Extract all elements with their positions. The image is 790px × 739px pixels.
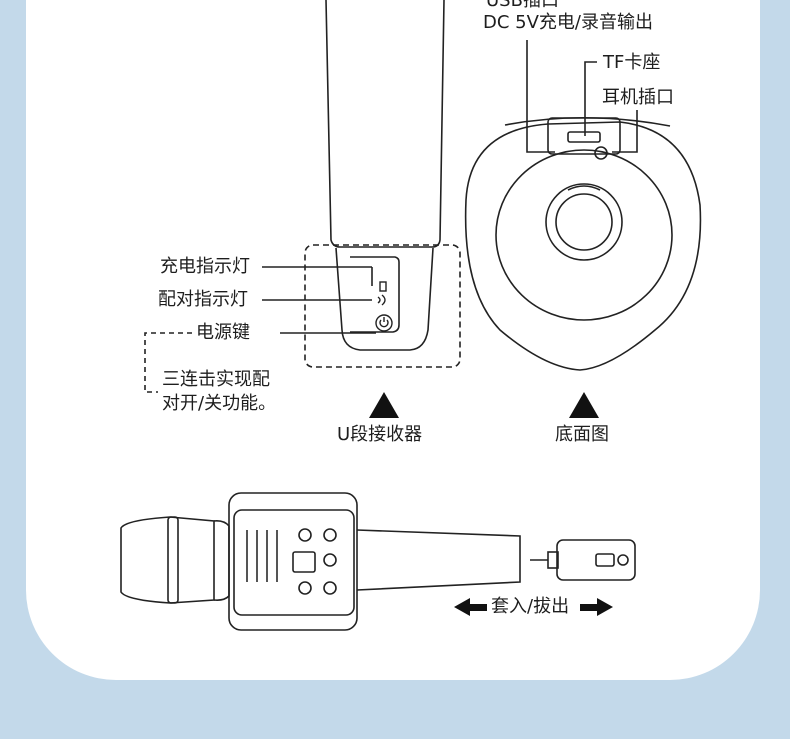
receiver-body xyxy=(335,247,434,351)
receiver-caption: U段接收器 xyxy=(337,424,423,445)
pairing-note-line2: 对开/关功能。 xyxy=(162,393,277,414)
receiver-dashed-frame xyxy=(304,244,461,368)
up-triangle-icon xyxy=(369,392,399,418)
charge-indicator-label: 充电指示灯 xyxy=(160,256,250,277)
small-receiver xyxy=(556,539,636,581)
up-triangle-icon xyxy=(569,392,599,418)
pair-indicator-label: 配对指示灯 xyxy=(158,289,248,310)
usb-port-label: USB插口 xyxy=(486,0,559,11)
left-arrow-icon xyxy=(454,598,487,616)
mic-body xyxy=(228,492,358,631)
insert-remove-caption: 套入/拔出 xyxy=(491,596,570,617)
earphone-jack-label: 耳机插口 xyxy=(602,87,674,108)
right-arrow-icon xyxy=(580,598,613,616)
pairing-note: 三连击实现配 对开/关功能。 xyxy=(162,368,276,416)
signal-icon xyxy=(377,294,386,306)
bottom-view-caption: 底面图 xyxy=(555,424,609,445)
power-key-label: 电源键 xyxy=(196,322,250,343)
bottom-view-outline xyxy=(464,121,702,371)
pairing-note-line1: 三连击实现配 xyxy=(162,369,270,390)
mic-handle xyxy=(325,0,445,248)
dc-charge-label: DC 5V充电/录音输出 xyxy=(483,12,653,33)
power-icon xyxy=(379,317,389,328)
receiver-icons xyxy=(375,281,393,332)
tf-slot-label: TF卡座 xyxy=(603,52,661,73)
battery-icon xyxy=(379,281,387,292)
